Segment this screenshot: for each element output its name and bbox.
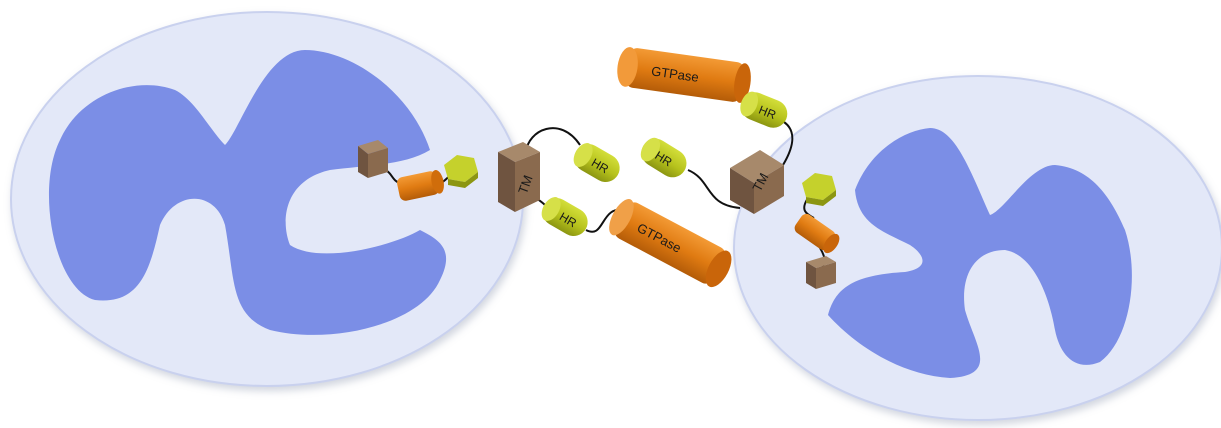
right-tm-box: TM [730,150,784,214]
left-tm-label: TM [515,173,536,196]
right-hr-middle: HR [640,137,687,178]
left-small-box [358,140,388,178]
left-gtpase: GTPase [609,199,732,288]
right-small-box [806,256,836,289]
right-hr-upper: HR [740,91,788,128]
right-hr-upper-label: HR [757,103,779,123]
right-mitochondrion [733,75,1221,421]
left-hr-lower: HR [541,197,588,236]
left-inner-cristae [48,50,447,335]
left-tm-box: TM [498,142,540,212]
right-inner-cristae [828,128,1132,378]
right-small-hexagon [802,173,836,206]
left-small-cylinder [397,170,444,201]
right-linker-hr-middle-to-tm [687,169,741,209]
right-gtpase-label: GTPase [650,63,699,84]
right-small-cylinder [794,213,840,254]
left-linker-tm-to-hr-upper [525,127,581,153]
left-mitochondrion [10,11,524,387]
right-linker-hr-to-tm [782,121,794,166]
left-hr-upper: HR [573,143,620,182]
left-small-hexagon [444,155,478,188]
right-gtpase: GTPase [617,47,751,103]
